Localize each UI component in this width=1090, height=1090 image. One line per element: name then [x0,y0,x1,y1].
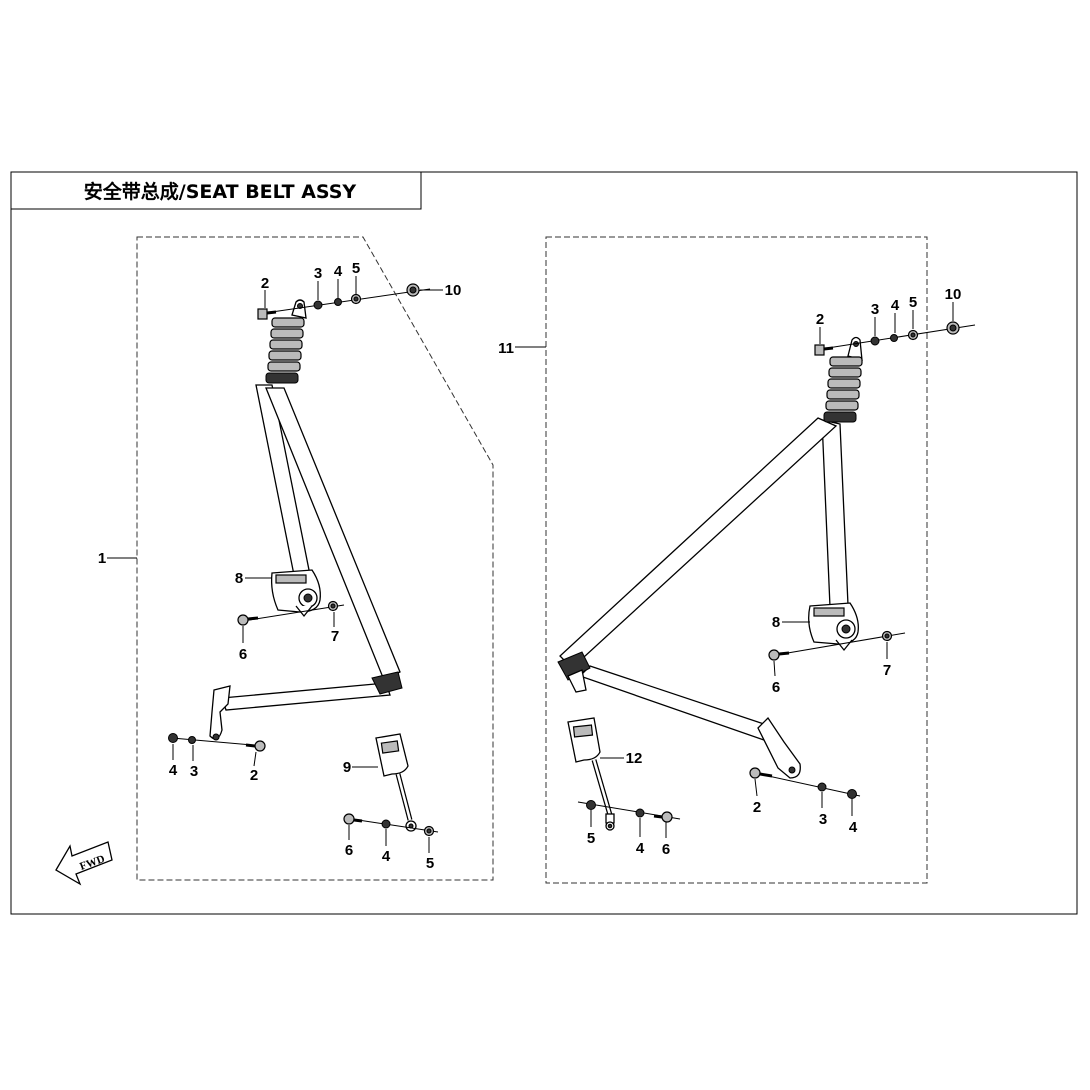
callout-l-4c: 4 [382,848,391,865]
left-lower-washer [168,733,178,743]
callout-l-3c: 3 [871,301,879,318]
left-lower-spacer [188,736,196,744]
right-retractor [808,602,859,652]
callout-l-12: 12 [626,750,643,767]
left-lower-anchor-plate [209,685,231,740]
right-lower-anchor-hole [788,766,796,774]
callout-l-11: 11 [498,340,514,357]
left-belt-assembly [168,283,439,837]
callout-l-7b: 7 [883,662,891,679]
right-lower-bolt [749,767,761,779]
right-assembly-boundary [545,236,928,884]
callout-l-2c: 2 [816,311,824,328]
callout-l-10b: 10 [945,286,962,303]
right-lower-spacer [817,782,827,792]
left-lap-belt [221,682,391,711]
right-buckle-washer [635,808,645,818]
page-title: 安全带总成/SEAT BELT ASSY [84,180,357,203]
callout-l-2b: 2 [250,767,258,784]
callout-l-3a: 3 [314,265,322,282]
callout-l-4b: 4 [169,762,178,779]
right-buckle [567,717,615,831]
callout-l-9: 9 [343,759,351,776]
fwd-arrow-icon: FWD [55,841,113,886]
callout-l-4e: 4 [849,819,858,836]
right-belt-strap-vertical [821,419,849,608]
callout-l-6d: 6 [662,841,670,858]
callout-l-4f: 4 [636,840,645,857]
callout-l-8a: 8 [235,570,243,587]
right-buckle-nut [586,800,596,810]
right-top-washer [890,334,898,342]
callout-l-4a: 4 [334,263,343,280]
callout-l-3d: 3 [819,811,827,828]
right-top-spacer [870,336,880,346]
callout-l-2d: 2 [753,799,761,816]
left-lower-bolt [254,740,266,752]
right-lower-washer [847,789,857,799]
left-height-adjuster [265,317,305,384]
outer-frame [10,171,1078,915]
left-leader-lines [107,276,443,853]
left-top-axis [257,288,431,315]
left-top-bolt [257,308,268,320]
left-buckle [375,733,417,832]
left-buckle-bolt [343,813,355,825]
left-lower-anchor-hole [212,733,220,741]
callout-l-6b: 6 [345,842,353,859]
left-belt-strap-diagonal [265,387,401,681]
right-belt-strap-diagonal [559,417,838,669]
callout-l-5d: 5 [587,830,595,847]
right-latch-plate [557,651,591,681]
callout-l-1: 1 [98,550,106,567]
left-retractor [270,569,321,618]
right-top-bolt [814,344,825,356]
right-belt-assembly [557,321,976,831]
left-buckle-washer [381,819,391,829]
callout-l-8b: 8 [772,614,780,631]
callout-l-5a: 5 [352,260,360,277]
right-height-adjuster [823,356,863,423]
callout-l-7a: 7 [331,628,339,645]
right-buckle-bolt [661,811,673,823]
callout-l-2a: 2 [261,275,269,292]
right-lower-anchor-plate [757,716,801,779]
callout-l-6a: 6 [239,646,247,663]
title-box [10,171,422,210]
callout-l-5b: 5 [426,855,434,872]
left-top-spacer [313,300,323,310]
callout-l-3b: 3 [190,763,198,780]
left-latch-plate [371,671,403,695]
callout-l-5c: 5 [909,294,917,311]
left-assembly-boundary [136,236,494,881]
callout-l-10a: 10 [445,282,462,299]
right-lap-belt [578,665,771,741]
callout-l-4d: 4 [891,297,900,314]
right-retractor-bolt [768,649,780,661]
left-retractor-bolt [237,614,249,626]
callout-l-6c: 6 [772,679,780,696]
right-leader-lines [515,302,954,838]
left-top-washer [334,298,342,306]
